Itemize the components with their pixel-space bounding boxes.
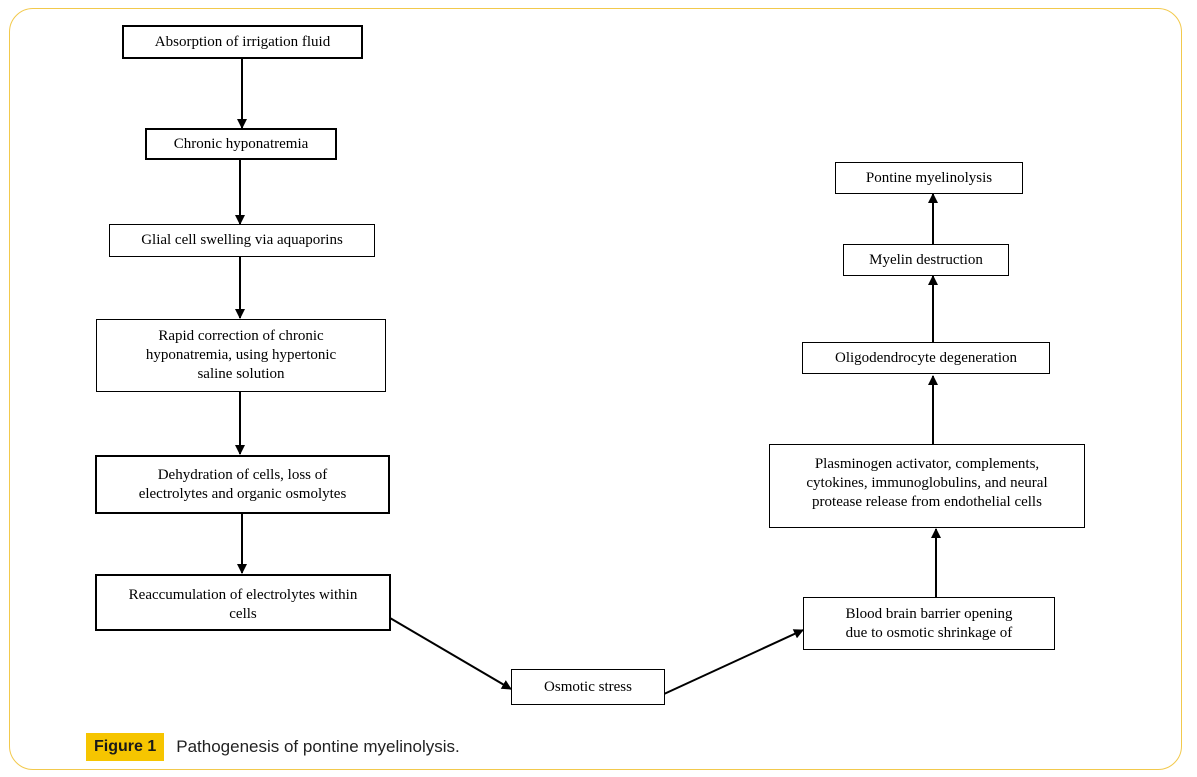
node-oligodendrocyte-degeneration: Oligodendrocyte degeneration (802, 342, 1050, 374)
node-myelin-destruction: Myelin destruction (843, 244, 1009, 276)
node-dehydration-of-cells: Dehydration of cells, loss of electrolyt… (95, 455, 390, 514)
figure-label: Figure 1 (86, 733, 165, 761)
figure-frame (9, 8, 1182, 770)
node-blood-brain-barrier-opening: Blood brain barrier opening due to osmot… (803, 597, 1055, 650)
figure-caption: Figure 1 Pathogenesis of pontine myelino… (86, 733, 460, 761)
node-absorption-of-irrigation-fluid: Absorption of irrigation fluid (122, 25, 363, 59)
node-pontine-myelinolysis: Pontine myelinolysis (835, 162, 1023, 194)
figure-caption-text: Pathogenesis of pontine myelinolysis. (176, 737, 460, 756)
node-glial-cell-swelling: Glial cell swelling via aquaporins (109, 224, 375, 257)
node-plasminogen-activator-release: Plasminogen activator, complements, cyto… (769, 444, 1085, 528)
arrow-stress-to-bbb (663, 629, 804, 695)
node-chronic-hyponatremia: Chronic hyponatremia (145, 128, 337, 160)
node-osmotic-stress: Osmotic stress (511, 669, 665, 705)
arrow-reaccumulation-to-stress (389, 617, 512, 690)
node-reaccumulation-of-electrolytes: Reaccumulation of electrolytes within ce… (95, 574, 391, 631)
node-rapid-correction: Rapid correction of chronic hyponatremia… (96, 319, 386, 392)
